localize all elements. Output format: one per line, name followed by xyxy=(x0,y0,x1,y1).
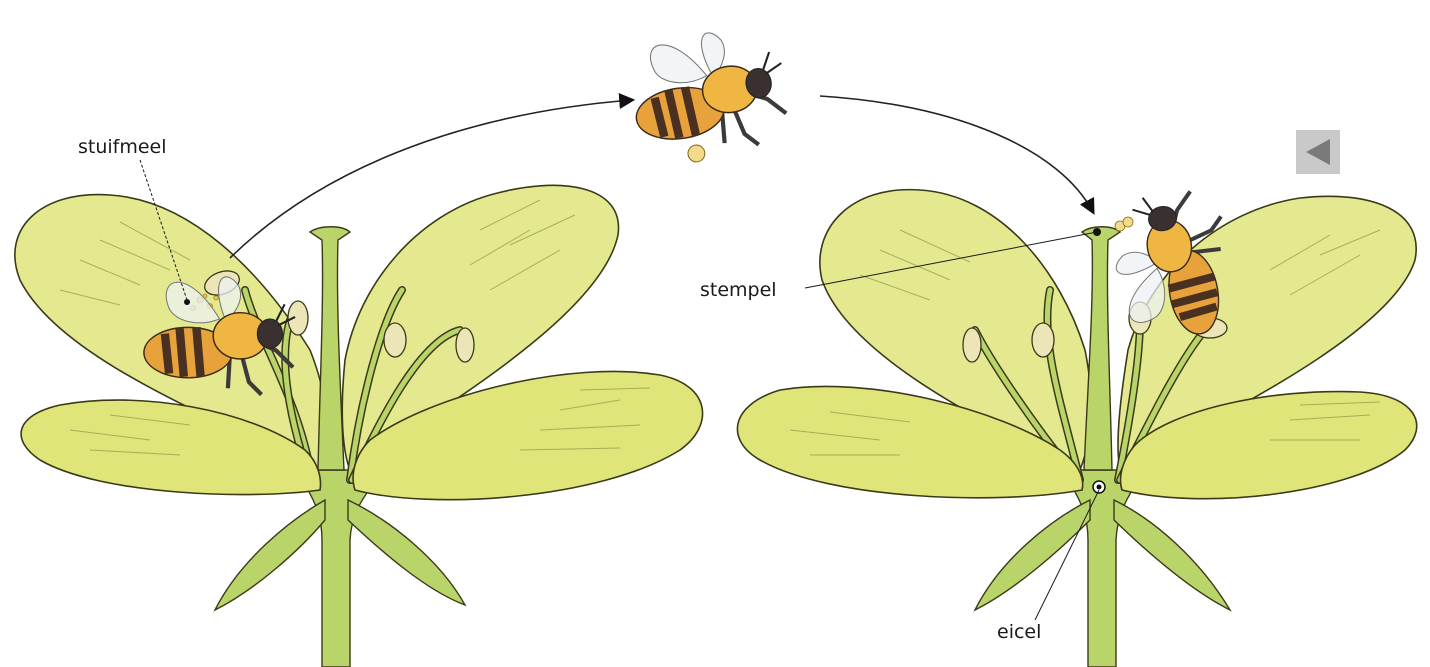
triangle-left-icon xyxy=(1296,130,1340,174)
anther xyxy=(1032,323,1054,357)
flight-arrow-2 xyxy=(820,96,1093,212)
sepal xyxy=(348,500,465,605)
bee-flying xyxy=(626,23,793,169)
right-flower xyxy=(737,190,1416,667)
label-stempel: stempel xyxy=(700,279,777,301)
anther xyxy=(456,328,474,362)
label-eicel: eicel xyxy=(997,621,1041,643)
anther xyxy=(384,323,406,357)
anther xyxy=(963,328,981,362)
label-stuifmeel: stuifmeel xyxy=(78,136,167,158)
stem xyxy=(300,470,380,667)
sepal xyxy=(215,500,325,610)
stem xyxy=(1066,470,1142,667)
back-button[interactable] xyxy=(1296,130,1340,174)
left-flower xyxy=(15,185,703,667)
sepal xyxy=(975,500,1090,610)
sepal xyxy=(1114,500,1230,610)
pistil xyxy=(1082,227,1120,470)
